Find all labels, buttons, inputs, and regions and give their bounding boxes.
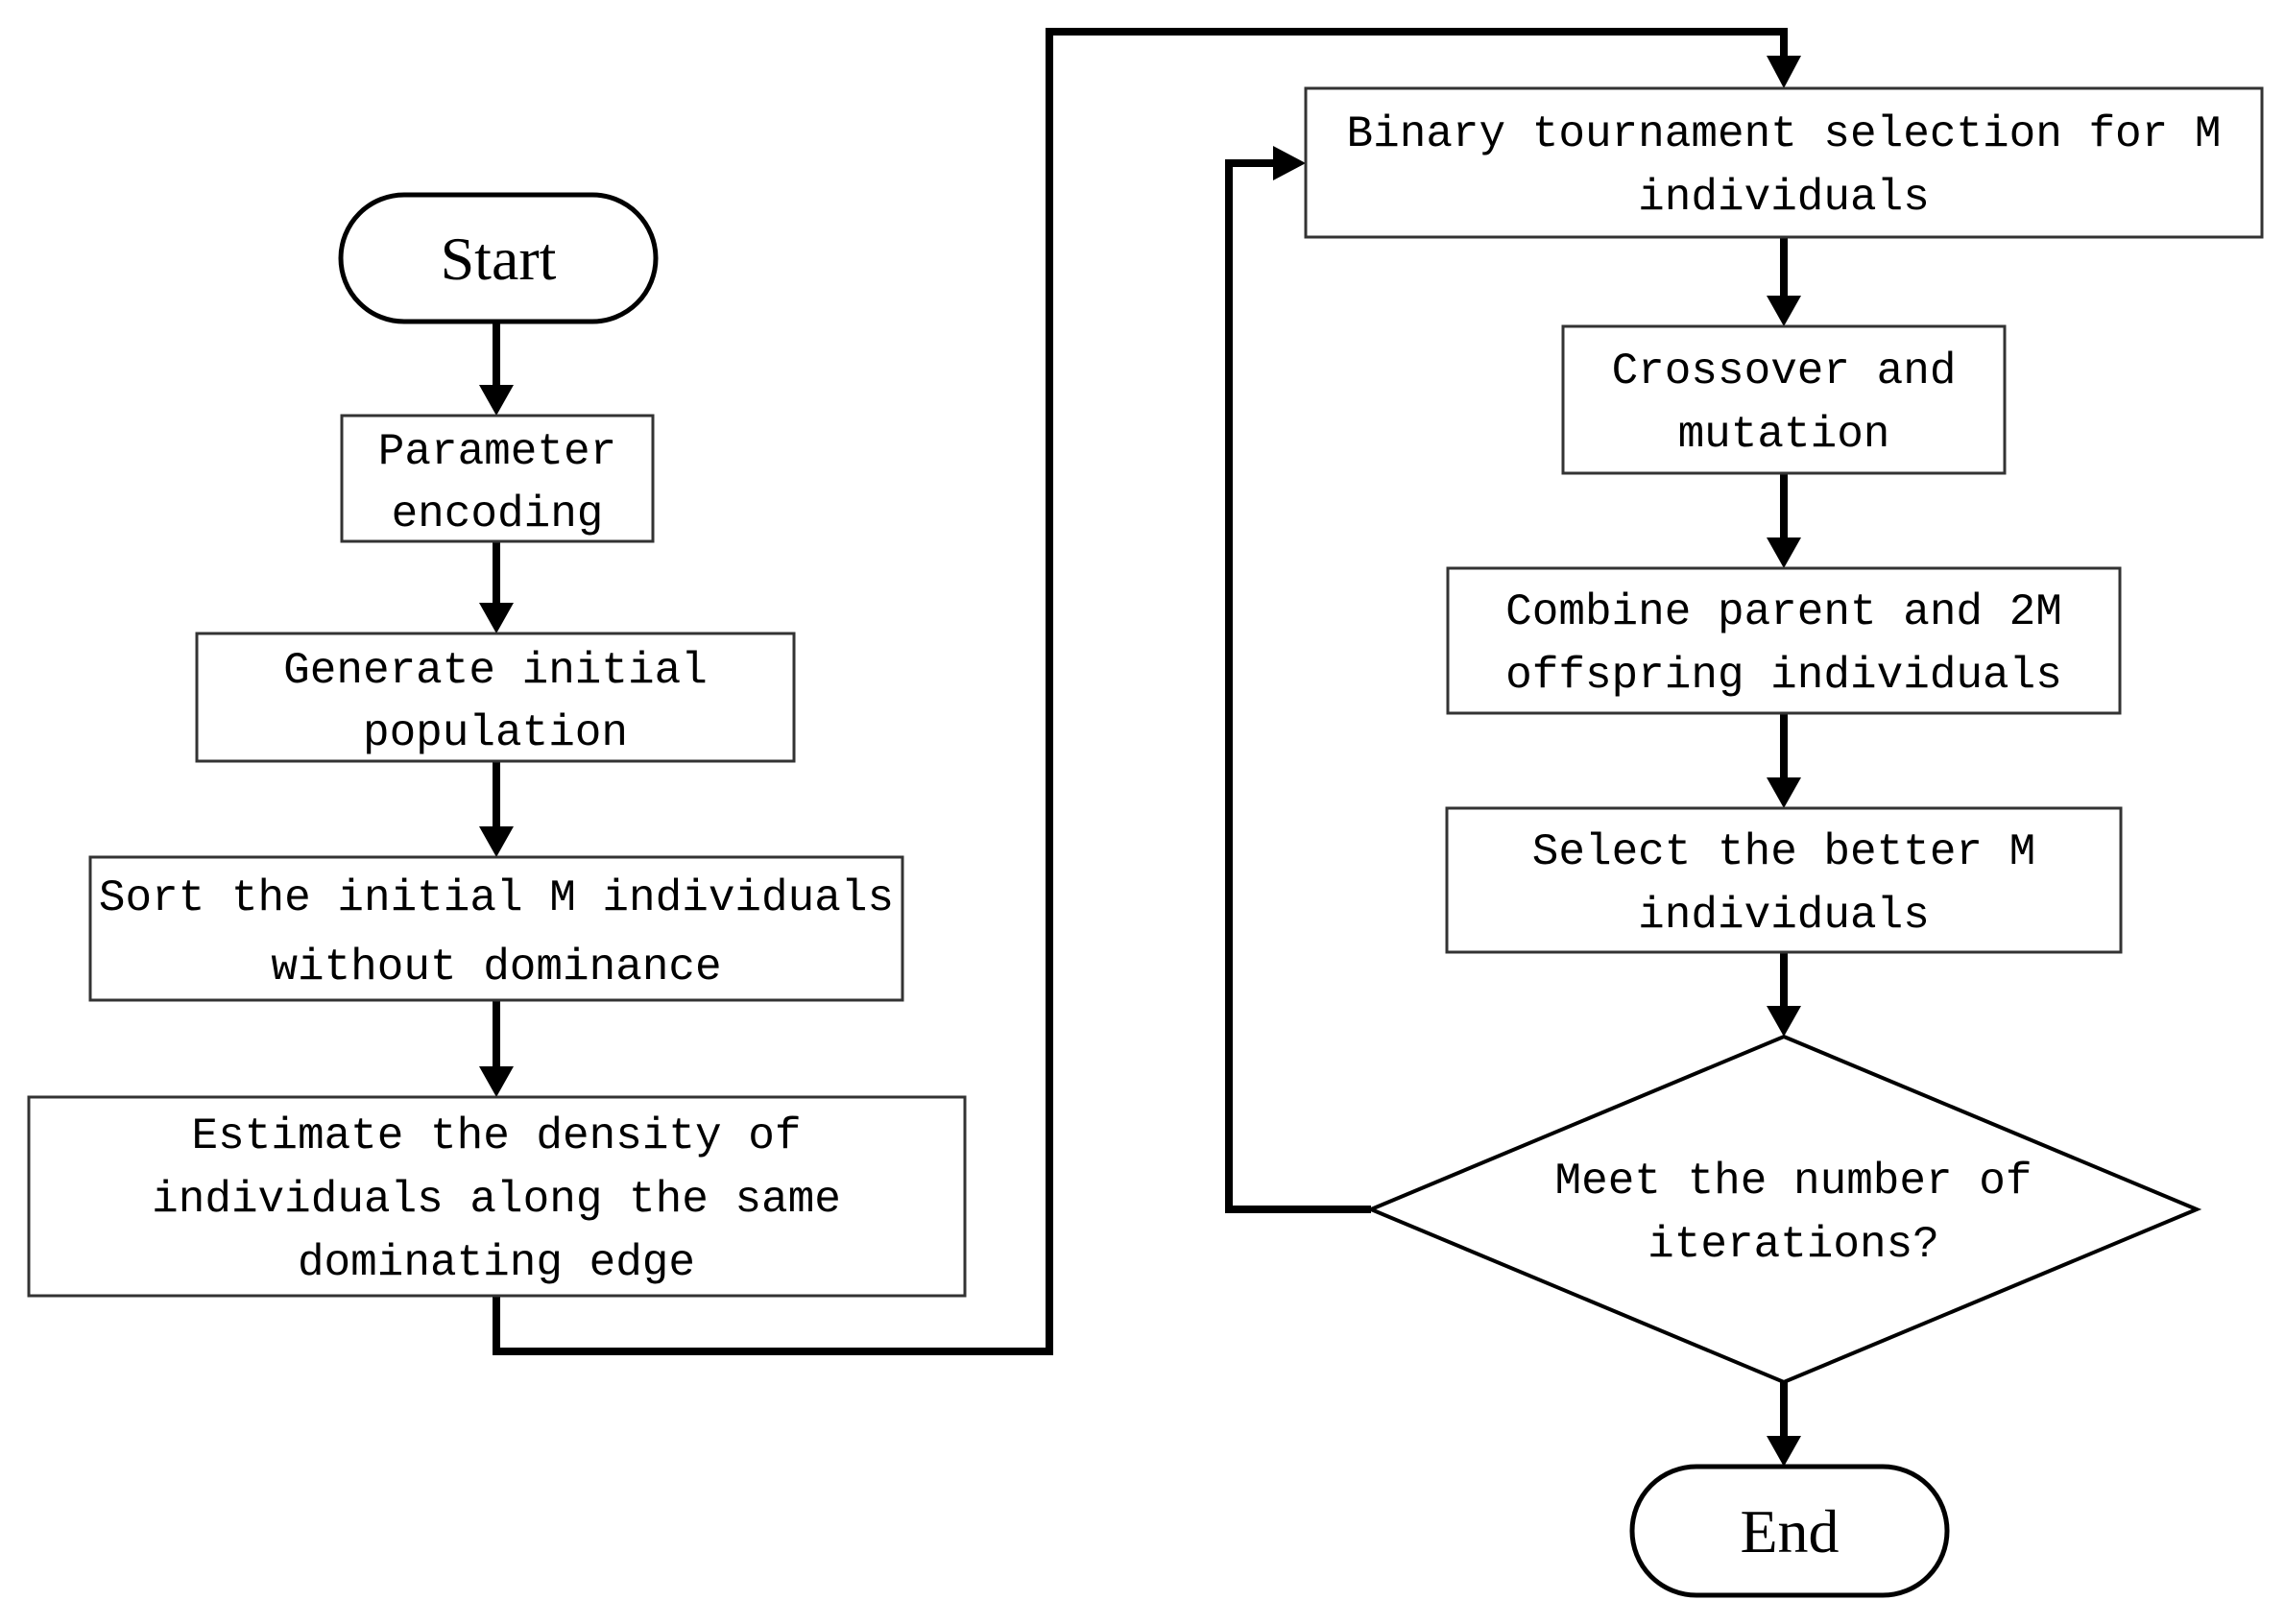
node-start-label: Start bbox=[441, 225, 557, 293]
node-binary-tournament-line1: Binary tournament selection for M bbox=[1347, 109, 2222, 159]
node-parameter-encoding-line2: encoding bbox=[392, 490, 604, 539]
arrowhead-into-binary-left bbox=[1273, 146, 1306, 180]
arrow-crossover-to-combine bbox=[1767, 473, 1801, 568]
arrow-start-to-parameter bbox=[479, 322, 514, 416]
node-iteration-check: Meet the number of iterations? bbox=[1365, 1034, 2202, 1385]
node-end-label: End bbox=[1740, 1497, 1839, 1565]
arrow-combine-to-select bbox=[1767, 713, 1801, 808]
node-crossover-mutation: Crossover and mutation bbox=[1561, 324, 2007, 475]
node-combine-individuals-line2: offspring individuals bbox=[1505, 651, 2062, 701]
node-select-better-line2: individuals bbox=[1638, 891, 1930, 941]
arrow-decision-to-end bbox=[1767, 1382, 1801, 1467]
node-sort-individuals-line2: without dominance bbox=[271, 943, 721, 992]
node-generate-population: Generate initial population bbox=[195, 632, 796, 763]
node-sort-individuals: Sort the initial M individuals without d… bbox=[88, 855, 904, 1002]
node-end: End bbox=[1629, 1464, 1950, 1598]
loop-decision-to-binary bbox=[1225, 146, 1371, 1213]
node-generate-population-line1: Generate initial bbox=[283, 646, 708, 696]
arrow-parameter-to-generate bbox=[479, 541, 514, 633]
node-estimate-density-line3: dominating edge bbox=[298, 1238, 695, 1288]
node-start: Start bbox=[338, 192, 659, 324]
node-sort-individuals-line1: Sort the initial M individuals bbox=[99, 873, 894, 923]
node-parameter-encoding: Parameter encoding bbox=[340, 414, 655, 543]
node-select-better: Select the better M individuals bbox=[1445, 806, 2123, 954]
node-generate-population-line2: population bbox=[363, 708, 628, 758]
arrow-binary-to-crossover bbox=[1767, 237, 1801, 326]
node-iteration-check-line1: Meet the number of bbox=[1555, 1157, 2032, 1206]
arrow-sort-to-estimate bbox=[479, 1000, 514, 1097]
node-crossover-mutation-line2: mutation bbox=[1678, 410, 1890, 460]
node-estimate-density: Estimate the density of individuals alon… bbox=[27, 1095, 967, 1298]
node-crossover-mutation-line1: Crossover and bbox=[1612, 346, 1957, 396]
node-estimate-density-line2: individuals along the same bbox=[152, 1175, 841, 1225]
node-binary-tournament: Binary tournament selection for M indivi… bbox=[1304, 86, 2264, 239]
arrow-select-to-decision bbox=[1767, 952, 1801, 1037]
connector-estimate-to-binary bbox=[493, 28, 1801, 1355]
node-binary-tournament-line2: individuals bbox=[1638, 173, 1930, 223]
node-iteration-check-line2: iterations? bbox=[1648, 1220, 1939, 1270]
arrowhead-into-binary-top bbox=[1767, 56, 1801, 88]
arrow-generate-to-sort bbox=[479, 761, 514, 857]
node-combine-individuals: Combine parent and 2M offspring individu… bbox=[1446, 566, 2122, 715]
node-select-better-line1: Select the better M bbox=[1532, 827, 2036, 877]
node-combine-individuals-line1: Combine parent and 2M bbox=[1505, 587, 2062, 637]
node-parameter-encoding-line1: Parameter bbox=[378, 427, 616, 477]
node-estimate-density-line1: Estimate the density of bbox=[192, 1111, 802, 1161]
